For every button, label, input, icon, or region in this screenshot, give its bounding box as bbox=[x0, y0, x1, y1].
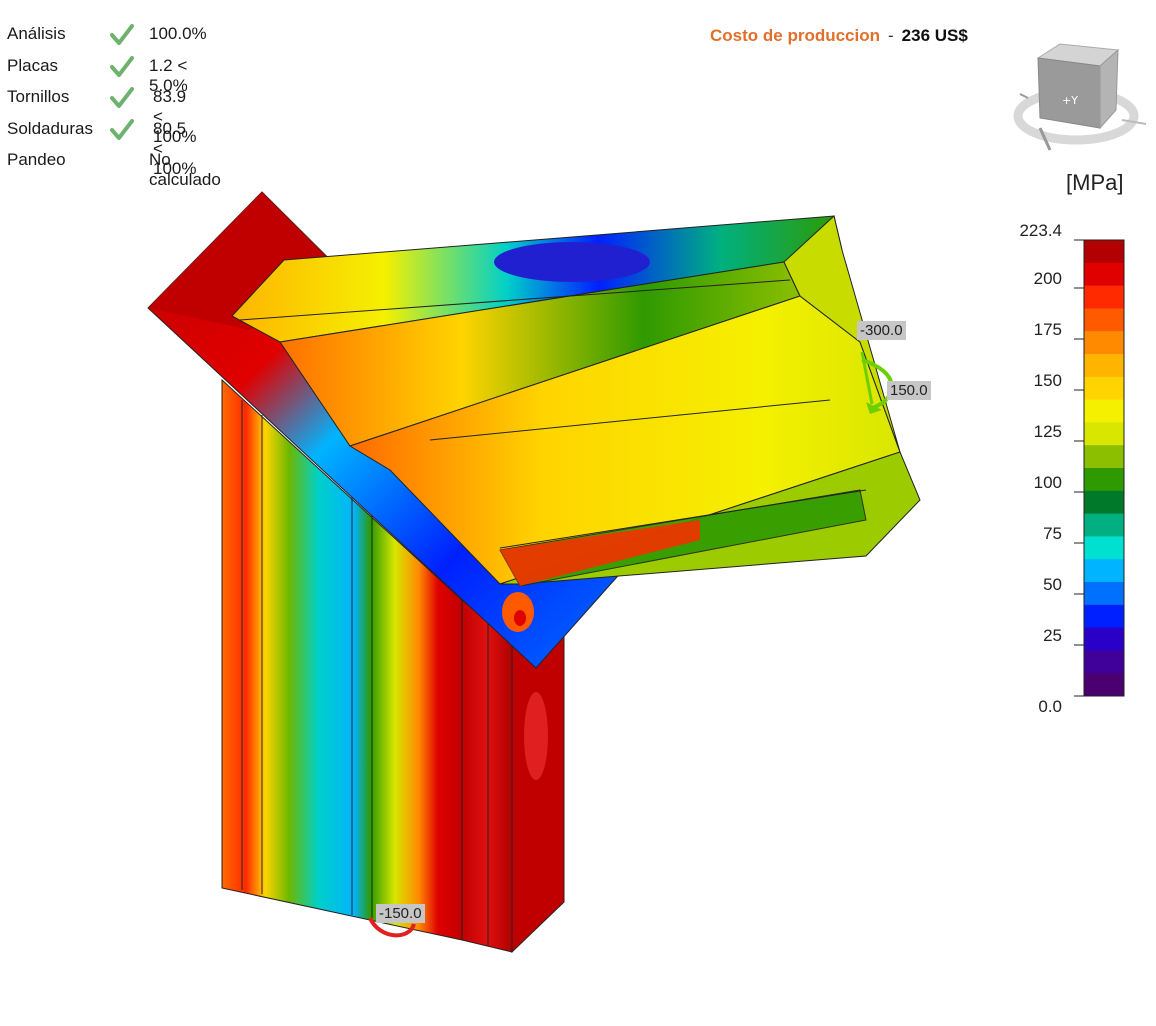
scale-border bbox=[1083, 239, 1125, 697]
scale-color-band bbox=[1084, 536, 1124, 560]
check-value: 1.2 < 5.0% bbox=[149, 55, 188, 95]
scale-tick-label: 50 bbox=[1043, 575, 1062, 594]
scale-color-band bbox=[1084, 468, 1124, 492]
load-moment-arrow[interactable] bbox=[368, 917, 416, 938]
scale-tick-label: 223.4 bbox=[1019, 221, 1062, 240]
load-label: -150.0 bbox=[376, 904, 425, 923]
legend-unit: [MPa] bbox=[1066, 170, 1124, 195]
scale-tick-label: 125 bbox=[1034, 422, 1062, 441]
scale-color-band bbox=[1084, 354, 1124, 378]
cost-separator: - bbox=[888, 26, 894, 45]
scale-tick-label: 0.0 bbox=[1038, 697, 1062, 716]
scale-color-band bbox=[1084, 376, 1124, 401]
checkmark-icon bbox=[110, 55, 134, 77]
scale-color-band bbox=[1084, 445, 1124, 469]
scale-tick-label: 200 bbox=[1034, 269, 1062, 288]
scale-tick-label: 175 bbox=[1034, 320, 1062, 339]
scale-tick-label: 25 bbox=[1043, 626, 1062, 645]
checkmark-icon bbox=[110, 118, 134, 140]
scale-color-band bbox=[1084, 627, 1124, 651]
scale-color-band bbox=[1084, 650, 1124, 674]
scale-color-band bbox=[1084, 422, 1124, 446]
checkmark-icon bbox=[110, 87, 134, 108]
scale-color-band bbox=[1084, 262, 1124, 287]
scale-tick-label: 75 bbox=[1043, 524, 1062, 543]
check-value: 100.0% bbox=[149, 24, 207, 43]
check-value: 83.9 < 100% bbox=[153, 87, 197, 146]
view-cube-icon[interactable]: +Y bbox=[1012, 38, 1152, 158]
cube-face-label: +Y bbox=[1062, 94, 1078, 107]
scale-color-band bbox=[1084, 559, 1124, 583]
cost-label: Costo de produccion bbox=[710, 26, 880, 45]
scale-color-band bbox=[1084, 331, 1124, 355]
check-label: Pandeo bbox=[7, 150, 66, 169]
load-label: 150.0 bbox=[887, 381, 931, 400]
scale-tick-label: 100 bbox=[1034, 473, 1062, 492]
check-label: Tornillos bbox=[7, 87, 70, 106]
scale-color-band bbox=[1084, 285, 1124, 309]
scale-color-band bbox=[1084, 673, 1124, 697]
check-label: Análisis bbox=[7, 24, 66, 43]
scale-color-band bbox=[1084, 308, 1124, 332]
production-cost: Costo de produccion-236 US$ bbox=[710, 26, 968, 46]
check-value: No calculado bbox=[149, 150, 221, 189]
connection-model-view[interactable] bbox=[0, 0, 1000, 1026]
stress-color-scale: 223.4 200 175 150 125 100 75 50 25 0.0 bbox=[1019, 221, 1125, 716]
cost-value: 236 US$ bbox=[901, 26, 968, 45]
beam-member[interactable] bbox=[231, 215, 921, 587]
scale-color-band bbox=[1084, 490, 1124, 515]
scale-color-band bbox=[1084, 399, 1124, 423]
check-value: 80.5 < 100% bbox=[153, 118, 197, 178]
column-member[interactable] bbox=[221, 378, 565, 954]
check-label: Placas bbox=[7, 55, 59, 75]
scale-color-band bbox=[1084, 513, 1124, 537]
check-label: Soldaduras bbox=[7, 118, 94, 138]
scale-color-band bbox=[1084, 604, 1124, 629]
scale-tick-label: 150 bbox=[1034, 371, 1062, 390]
load-label: -300.0 bbox=[857, 321, 906, 340]
scale-color-band bbox=[1084, 240, 1124, 264]
checkmark-icon bbox=[110, 24, 134, 45]
scale-color-band bbox=[1084, 582, 1124, 606]
